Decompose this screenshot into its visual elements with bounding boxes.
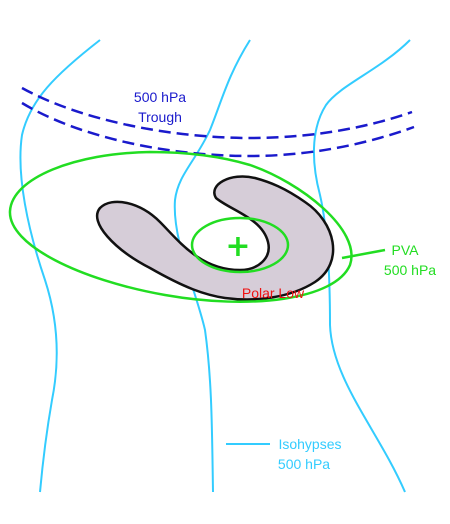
pva-label-leader <box>341 248 386 260</box>
isohypses-label-line2: 500 hPa <box>278 456 330 472</box>
trough-label: 500 hPa Trough <box>134 89 186 125</box>
isohypses-label-line1: Isohypses <box>278 436 341 452</box>
isohypse-line-1 <box>19 39 101 493</box>
pva-label-line2: 500 hPa <box>384 262 436 278</box>
polar-low-cloud <box>95 175 335 301</box>
trough-line-upper <box>21 86 413 140</box>
trough-label-line2: Trough <box>138 109 182 125</box>
trough-line-lower <box>21 101 415 158</box>
polar-low-label: Polar Low <box>242 285 305 301</box>
isohypse-line-2 <box>173 39 251 493</box>
pva-inner-contour <box>190 216 290 274</box>
pva-label-line1: PVA <box>392 242 420 258</box>
trough-label-line1: 500 hPa <box>134 89 186 105</box>
pva-group <box>8 150 386 303</box>
pva-label: PVA 500 hPa <box>384 242 436 278</box>
isohypses-label: Isohypses 500 hPa <box>278 436 342 472</box>
vorticity-center-plus-icon: + <box>225 229 250 264</box>
trough-group <box>21 86 415 158</box>
pva-outer-contour <box>8 150 353 303</box>
